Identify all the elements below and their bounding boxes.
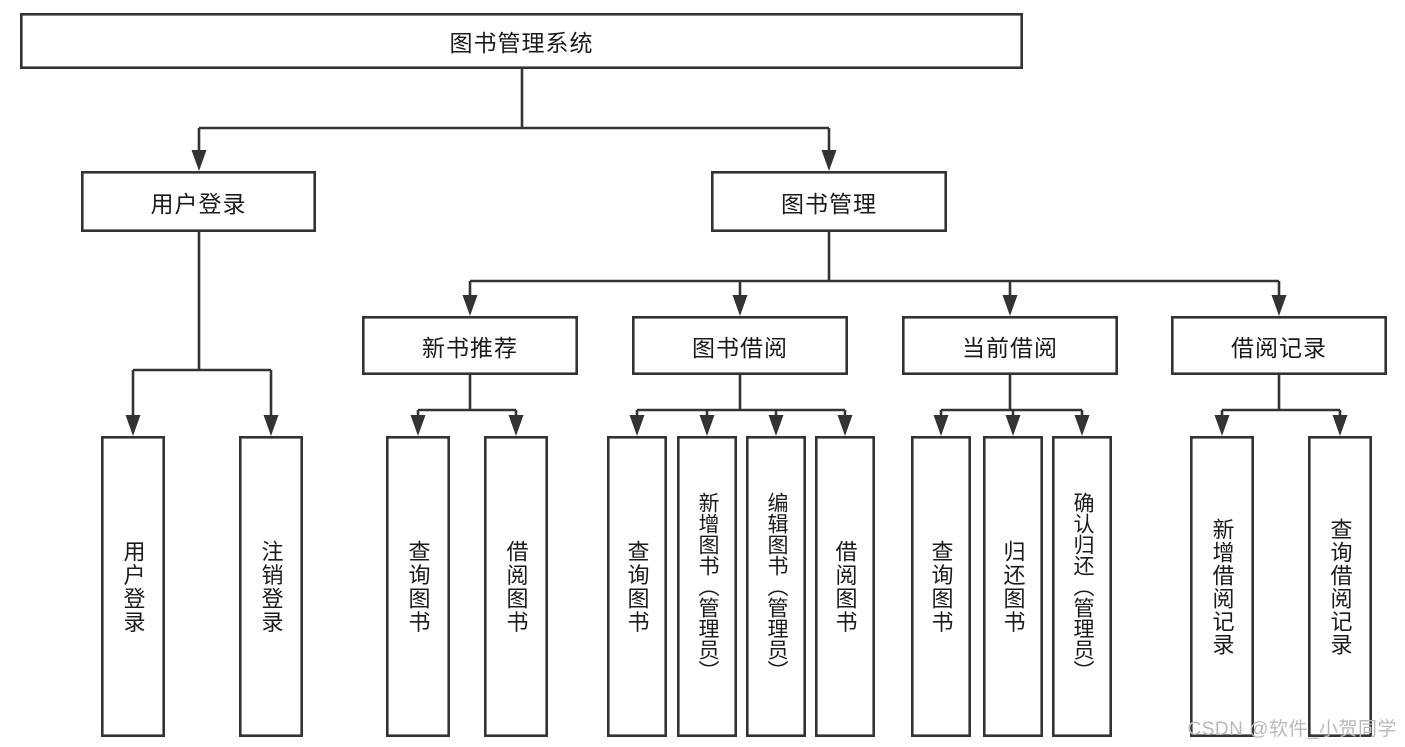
node-box-leaf_user_login[interactable]	[101, 435, 166, 737]
node-box-leaf_bb_edit[interactable]	[745, 435, 806, 737]
node-box-leaf_br_add[interactable]	[1190, 435, 1255, 737]
node-box-leaf_cb_return[interactable]	[982, 435, 1043, 737]
arrow-current_borrow-0	[933, 415, 949, 436]
node-box-leaf_bb_borrow[interactable]	[814, 435, 875, 737]
arrow-book_borrow-2	[768, 415, 784, 436]
watermark-text: CSDN @软件_小贺同学	[1187, 719, 1397, 740]
arrow-user_login-0	[125, 415, 141, 436]
arrow-new_book_rec-1	[508, 415, 524, 436]
arrow-user_login-1	[263, 415, 279, 436]
arrow-root-1	[821, 150, 837, 171]
node-box-leaf_bb_query[interactable]	[606, 435, 667, 737]
node-box-leaf_bb_add[interactable]	[676, 435, 737, 737]
arrow-borrow_record-0	[1214, 415, 1230, 436]
node-box-leaf_br_query[interactable]	[1308, 435, 1373, 737]
arrow-book_manage-3	[1271, 295, 1287, 316]
node-box-leaf_rec_query[interactable]	[385, 435, 450, 737]
arrow-book_borrow-3	[837, 415, 853, 436]
arrow-current_borrow-2	[1074, 415, 1090, 436]
box-layer	[19, 13, 1388, 737]
node-box-book_borrow[interactable]	[631, 315, 848, 375]
node-box-leaf_rec_borrow[interactable]	[483, 435, 548, 737]
connector-layer	[125, 69, 1348, 436]
node-box-leaf_cb_confirm[interactable]	[1052, 435, 1113, 737]
node-box-leaf_cb_query[interactable]	[910, 435, 971, 737]
arrow-book_manage-1	[732, 295, 748, 316]
arrow-book_manage-2	[1002, 295, 1018, 316]
node-box-book_manage[interactable]	[710, 171, 947, 233]
node-box-leaf_user_logout[interactable]	[239, 435, 304, 737]
node-box-user_login[interactable]	[81, 171, 316, 233]
arrow-book_borrow-0	[629, 415, 645, 436]
arrow-new_book_rec-0	[410, 415, 426, 436]
arrow-current_borrow-1	[1005, 415, 1021, 436]
node-box-current_borrow[interactable]	[901, 315, 1118, 375]
node-box-new_book_rec[interactable]	[361, 315, 578, 375]
arrow-root-0	[191, 150, 207, 171]
arrow-borrow_record-1	[1332, 415, 1348, 436]
node-box-borrow_record[interactable]	[1171, 315, 1388, 375]
arrow-book_borrow-1	[699, 415, 715, 436]
arrow-book_manage-0	[462, 295, 478, 316]
node-box-root[interactable]	[19, 13, 1024, 70]
